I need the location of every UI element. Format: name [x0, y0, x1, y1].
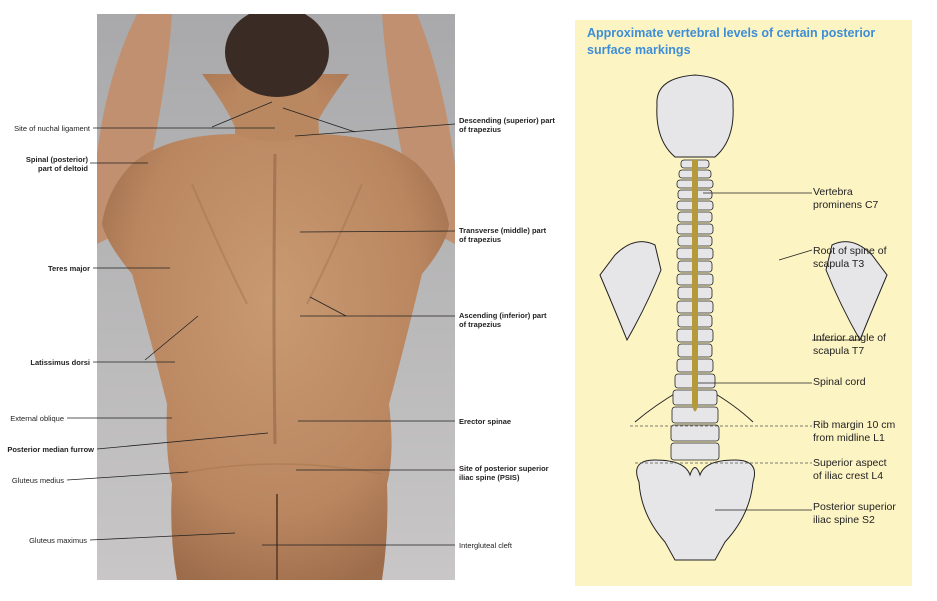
label-transverse-trapezius-line2: of trapezius	[459, 235, 502, 244]
label-t7: Inferior angle of scapula T7	[813, 332, 886, 358]
label-s2-line1: Posterior superior	[813, 501, 896, 513]
label-l4-line2: of iliac crest L4	[813, 470, 884, 482]
label-psis-line2: iliac spine (PSIS)	[459, 473, 520, 482]
label-t7-line1: Inferior angle of	[813, 332, 886, 344]
label-intergluteal-cleft: Intergluteal cleft	[459, 541, 512, 550]
label-deltoid-line1: Spinal (posterior)	[25, 155, 88, 164]
right-scapula	[825, 241, 888, 342]
skull	[656, 74, 734, 158]
label-l4: Superior aspect of iliac crest L4	[813, 457, 887, 483]
left-scapula	[599, 241, 662, 342]
label-c7-line2: prominens C7	[813, 199, 879, 211]
label-l1: Rib margin 10 cm from midline L1	[813, 419, 895, 445]
spinal-cord	[692, 160, 698, 412]
label-c7-line1: Vertebra	[813, 186, 853, 198]
label-t3: Root of spine of scapula T3	[813, 245, 887, 271]
panel-title: Approximate vertebral levels of certain …	[587, 26, 876, 57]
label-psis: Site of posterior superior iliac spine (…	[459, 464, 549, 482]
vertebral-levels-panel: Approximate vertebral levels of certain …	[575, 20, 912, 586]
label-t7-line2: scapula T7	[813, 345, 865, 357]
label-t3-line2: scapula T3	[813, 258, 865, 270]
label-external-oblique: External oblique	[10, 414, 64, 423]
label-t3-line1: Root of spine of	[813, 245, 887, 257]
label-gluteus-maximus: Gluteus maximus	[29, 536, 87, 545]
label-erector-spinae: Erector spinae	[459, 417, 512, 426]
skeleton-diagram	[599, 74, 888, 561]
label-teres-major: Teres major	[48, 264, 90, 273]
label-transverse-trapezius: Transverse (middle) part of trapezius	[459, 226, 546, 244]
label-psis-line1: Site of posterior superior	[459, 464, 549, 473]
label-ascending-trapezius-line1: Ascending (inferior) part	[459, 311, 547, 320]
label-gluteus-medius: Gluteus medius	[11, 476, 64, 485]
label-deltoid: Spinal (posterior) part of deltoid	[10, 155, 88, 173]
label-posterior-median-furrow: Posterior median furrow	[7, 445, 94, 454]
label-descending-trapezius-line2: of trapezius	[459, 125, 502, 134]
label-ascending-trapezius: Ascending (inferior) part of trapezius	[459, 311, 547, 329]
label-descending-trapezius-line1: Descending (superior) part	[459, 116, 555, 125]
label-s2-line2: iliac spine S2	[813, 514, 875, 526]
label-deltoid-line2: part of deltoid	[38, 164, 88, 173]
label-latissimus-dorsi: Latissimus dorsi	[30, 358, 90, 367]
pelvis	[636, 459, 755, 561]
label-transverse-trapezius-line1: Transverse (middle) part	[459, 226, 547, 235]
label-nuchal-ligament: Site of nuchal ligament	[14, 124, 90, 133]
label-l1-line2: from midline L1	[813, 432, 885, 444]
label-l1-line1: Rib margin 10 cm	[813, 419, 896, 431]
label-c7: Vertebra prominens C7	[813, 186, 878, 212]
label-descending-trapezius: Descending (superior) part of trapezius	[459, 116, 555, 134]
label-spinal-cord: Spinal cord	[813, 376, 866, 388]
label-l4-line1: Superior aspect	[813, 457, 887, 469]
label-s2: Posterior superior iliac spine S2	[813, 501, 896, 527]
back-photo	[97, 14, 455, 580]
label-ascending-trapezius-line2: of trapezius	[459, 320, 502, 329]
